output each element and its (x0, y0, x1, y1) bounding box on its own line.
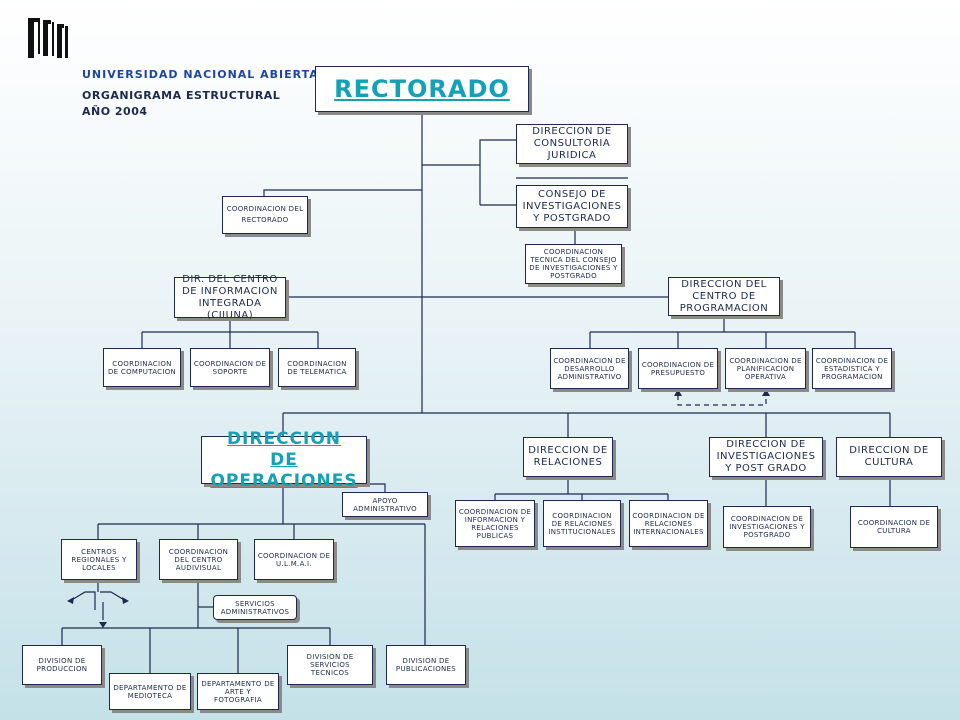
division-servicios-tecnicos-node: DIVISION DE SERVICIOS TECNICOS (287, 645, 373, 685)
servicios-administrativos-node: SERVICIOS ADMINISTRATIVOS (213, 595, 297, 620)
centros-regionales-node: CENTROS REGIONALES Y LOCALES (61, 539, 137, 580)
consultoria-juridica-node: DIRECCION DE CONSULTORIA JURIDICA (516, 124, 628, 164)
coordinacion-computacion-node: COORDINACION DE COMPUTACION (103, 348, 181, 387)
coordinacion-estadistica-node: COORDINACION DE ESTADISTICA Y PROGRAMACI… (812, 348, 892, 389)
division-produccion-node: DIVISION DE PRODUCCION (22, 645, 102, 685)
ciiuna-node: DIR. DEL CENTRO DE INFORMACION INTEGRADA… (174, 274, 286, 321)
coordinacion-presupuesto-node: COORDINACION DE PRESUPUESTO (638, 348, 718, 389)
departamento-mediateca-node: DEPARTAMENTO DE MEDIOTECA (109, 673, 191, 710)
coordinacion-desarrollo-node: COORDINACION DE DESARROLLO ADMINISTRATIV… (550, 348, 629, 389)
consejo-investigaciones-node: CONSEJO DE INVESTIGACIONES Y POSTGRADO (516, 185, 628, 228)
direccion-investigaciones-node: DIRECCION DE INVESTIGACIONES Y POST GRAD… (709, 437, 823, 477)
coordinacion-audiovisual-node: COORDINACION DEL CENTRO AUDIVISUAL (159, 539, 238, 580)
coordinacion-soporte-node: COORDINACION DE SOPORTE (190, 348, 270, 387)
university-name: UNIVERSIDAD NACIONAL ABIERTA (82, 68, 319, 81)
coordinacion-informacion-node: COORDINACION DE INFORMACION Y RELACIONES… (455, 500, 535, 547)
centro-programacion-node: DIRECCION DEL CENTRO DE PROGRAMACION (668, 277, 780, 316)
university-logo-icon (28, 18, 68, 58)
coordinacion-telematica-node: COORDINACION DE TELEMATICA (278, 348, 356, 387)
direccion-operaciones-node: DIRECCION DE OPERACIONES (201, 429, 367, 491)
coordinacion-tecnica-node: COORDINACION TECNICA DEL CONSEJO DE INVE… (525, 244, 622, 284)
departamento-arte-node: DEPARTAMENTO DE ARTE Y FOTOGRAFIA (197, 673, 279, 710)
coordinacion-rectorado-node: COORDINACION DEL RECTORADO (222, 196, 308, 234)
division-publicaciones-node: DIVISION DE PUBLICACIONES (386, 645, 466, 685)
chart-year: AÑO 2004 (82, 105, 148, 118)
direccion-cultura-node: DIRECCION DE CULTURA (836, 437, 942, 477)
rectorado-node: RECTORADO (315, 66, 529, 112)
direccion-relaciones-node: DIRECCION DE RELACIONES (523, 437, 613, 477)
chart-subtitle: ORGANIGRAMA ESTRUCTURAL (82, 89, 281, 102)
coordinacion-relaciones-internacionales-node: COORDINACION DE RELACIONES INTERNACIONAL… (629, 500, 708, 547)
coordinacion-ulmai-node: COORDINACION DE U.L.M.A.I. (254, 539, 334, 580)
coordinacion-cultura-node: COORDINACION DE CULTURA (850, 506, 938, 548)
coordinacion-planificacion-node: COORDINACION DE PLANIFICACION OPERATIVA (725, 348, 806, 389)
coordinacion-relaciones-institucionales-node: COORDINACION DE RELACIONES INSTITUCIONAL… (543, 500, 621, 547)
apoyo-administrativo-node: APOYO ADMINISTRATIVO (342, 492, 428, 517)
coordinacion-investigaciones-postgrado-node: COORDINACION DE INVESTIGACIONES Y POSTGR… (723, 506, 811, 548)
